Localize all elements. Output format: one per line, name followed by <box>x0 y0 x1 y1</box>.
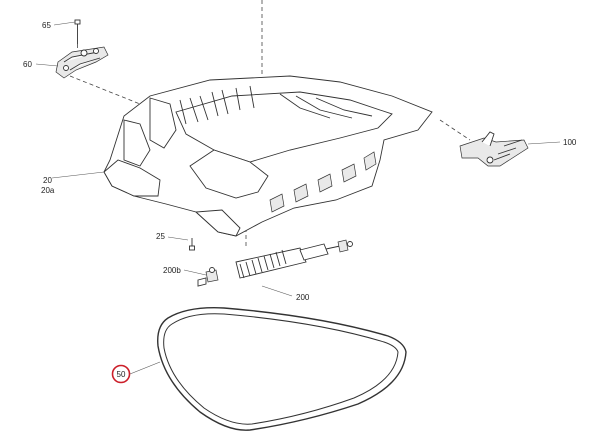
callout-20: 20 <box>43 176 52 185</box>
screw-65[interactable] <box>74 19 81 52</box>
callout-20a: 20a <box>41 186 55 195</box>
bracket-60[interactable] <box>55 46 141 105</box>
callout-65: 65 <box>42 21 51 30</box>
screw-25[interactable] <box>189 238 195 251</box>
callout-60: 60 <box>23 60 32 69</box>
callout-200b: 200b <box>163 266 181 275</box>
callout-200: 200 <box>296 293 310 302</box>
latch-100[interactable] <box>439 119 529 167</box>
callout-100: 100 <box>563 138 577 147</box>
callout-25: 25 <box>156 232 165 241</box>
leader-lines <box>35 21 561 375</box>
fitting-200b[interactable] <box>197 267 219 287</box>
storage-tub-20[interactable] <box>103 75 433 237</box>
callout-50: 50 <box>117 370 126 379</box>
damper-200[interactable] <box>235 239 353 279</box>
gasket-50[interactable] <box>157 307 407 431</box>
callout-50-highlight[interactable]: 50 <box>111 364 131 384</box>
